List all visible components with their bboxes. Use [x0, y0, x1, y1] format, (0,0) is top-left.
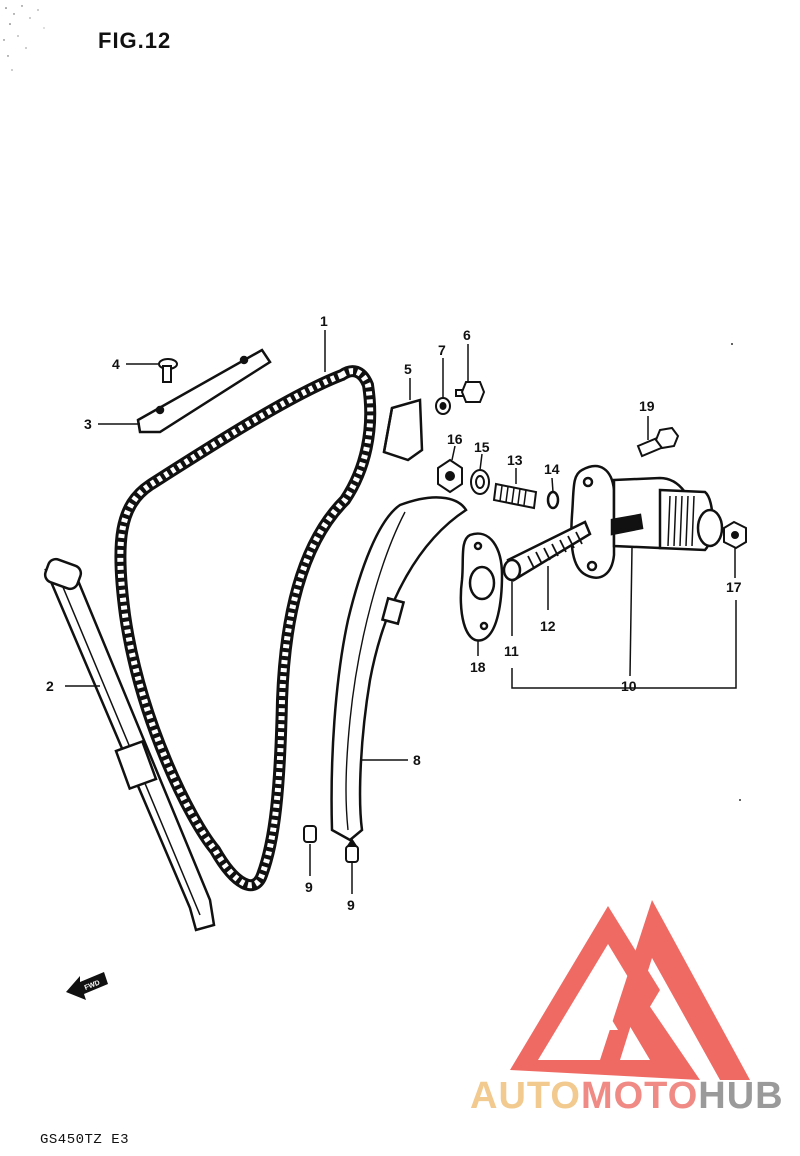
- callout-labels: 1 2 3 4 5 6 7 8 9 9 10 11 12 13 14 15 16…: [46, 313, 742, 913]
- leader-lines: [65, 330, 737, 894]
- top-chain-guide: [136, 348, 272, 434]
- callout-14: 14: [544, 461, 560, 477]
- bolt-6: [455, 381, 486, 403]
- callout-2: 2: [46, 678, 54, 694]
- callout-7: 7: [438, 342, 446, 358]
- gasket-18: [459, 532, 504, 642]
- forward-arrow-icon: FWD: [66, 972, 108, 1000]
- callout-10: 10: [621, 678, 637, 694]
- tensioner-body: [570, 464, 724, 579]
- scan-dots: [731, 343, 741, 801]
- nut-16: [437, 458, 463, 494]
- callout-19: 19: [639, 398, 655, 414]
- callout-6: 6: [463, 327, 471, 343]
- washer-15: [470, 469, 490, 495]
- bolt-19: [636, 426, 680, 458]
- callout-5: 5: [404, 361, 412, 377]
- callout-15: 15: [474, 439, 490, 455]
- ring-14: [546, 490, 560, 510]
- callout-11: 11: [504, 643, 519, 659]
- callout-13: 13: [507, 452, 523, 468]
- callout-9-left: 9: [305, 879, 313, 895]
- callout-4: 4: [112, 356, 120, 372]
- callout-1: 1: [320, 313, 328, 329]
- watermark-logo-icon: [510, 900, 750, 1080]
- callout-18: 18: [470, 659, 486, 675]
- cap-bolt-17: [723, 520, 747, 550]
- screw-13: [492, 482, 538, 510]
- figure-title: FIG.12: [98, 28, 172, 53]
- guide-pin-left: [303, 825, 317, 843]
- chain-guide-right: [330, 496, 468, 842]
- chain-guide-left: [43, 557, 216, 932]
- watermark-moto: MOTO: [580, 1075, 699, 1117]
- callout-17: 17: [726, 579, 742, 595]
- push-rod-11: [502, 520, 592, 582]
- callout-12: 12: [540, 618, 556, 634]
- callout-16: 16: [447, 431, 463, 447]
- watermark-text: AUTOMOTOHUB: [470, 1075, 784, 1118]
- model-code: GS450TZ E3: [40, 1132, 130, 1148]
- callout-9-right: 9: [347, 897, 355, 913]
- guide-block: [382, 398, 424, 462]
- washer-7: [435, 397, 451, 415]
- guide-screw: [158, 358, 178, 383]
- spring-12: [527, 531, 583, 569]
- scan-speckles: [3, 5, 45, 71]
- cam-chain: [114, 365, 377, 892]
- watermark-auto: AUTO: [470, 1075, 581, 1117]
- watermark-hub: HUB: [698, 1075, 784, 1117]
- callout-3: 3: [84, 416, 92, 432]
- guide-pin-right: [345, 838, 359, 863]
- callout-8: 8: [413, 752, 421, 768]
